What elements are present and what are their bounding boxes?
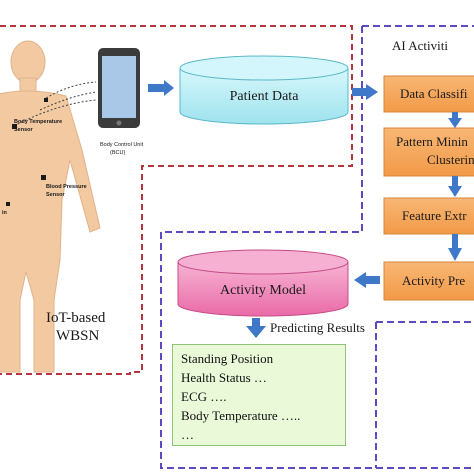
box-pattern-mining xyxy=(383,127,474,177)
activity-model-label: Activity Model xyxy=(220,283,306,298)
human-body-figure xyxy=(0,40,101,373)
blood-pressure-sensor-label-2: Sensor xyxy=(46,192,65,198)
activity-prediction-label: Activity Pre xyxy=(402,273,466,288)
body-control-unit-label: Body Control Unit xyxy=(100,142,144,148)
iot-region-border xyxy=(0,25,353,375)
result-item-ecg: ECG …. xyxy=(181,389,227,404)
partial-sensor-label: in xyxy=(2,210,7,216)
blood-pressure-sensor-label: Blood Pressure xyxy=(46,184,87,190)
activity-model-cylinder xyxy=(177,249,349,317)
clustering-label: Clusterin xyxy=(427,152,474,167)
arrow-to-activity-model xyxy=(354,272,380,288)
predicting-results-label: Predicting Results xyxy=(270,320,365,335)
ai-region-border-left xyxy=(160,26,474,469)
arrow-to-results xyxy=(246,318,266,338)
ai-panel-title: AI Activiti xyxy=(392,38,448,53)
box-feature-extraction xyxy=(383,197,474,235)
box-activity-prediction xyxy=(383,261,474,301)
blood-pressure-sensor-marker xyxy=(41,175,46,180)
feature-extraction-label: Feature Extr xyxy=(402,208,467,223)
data-classification-label: Data Classifi xyxy=(400,86,468,101)
box-data-classification xyxy=(383,75,474,113)
result-item-more: … xyxy=(181,427,194,442)
patient-data-label: Patient Data xyxy=(229,89,299,104)
body-temperature-sensor-label-2: Sensor xyxy=(14,127,33,133)
results-box: Standing Position Health Status … ECG ….… xyxy=(172,344,346,446)
result-item-body-temperature: Body Temperature ….. xyxy=(181,408,301,423)
result-item-health-status: Health Status … xyxy=(181,370,267,385)
chest-sensor-marker xyxy=(44,98,48,102)
arrow-to-patient-data xyxy=(148,80,174,96)
body-temperature-sensor-label: Body Temperature xyxy=(14,119,63,125)
ai-flow-arrows xyxy=(448,112,462,261)
sensor-wires xyxy=(13,81,97,127)
bcu-label: (BCU) xyxy=(110,150,126,156)
smartphone-icon xyxy=(98,48,140,128)
arm-sensor-marker xyxy=(6,202,10,206)
body-temperature-sensor-marker xyxy=(12,124,17,129)
result-item-standing-position: Standing Position xyxy=(181,351,274,366)
wbsn-label: WBSN xyxy=(56,328,100,344)
arrow-to-data-classification xyxy=(352,84,378,100)
pattern-mining-label: Pattern Minin xyxy=(396,134,468,149)
iot-based-label: IoT-based xyxy=(46,310,106,326)
patient-data-cylinder xyxy=(179,55,349,125)
